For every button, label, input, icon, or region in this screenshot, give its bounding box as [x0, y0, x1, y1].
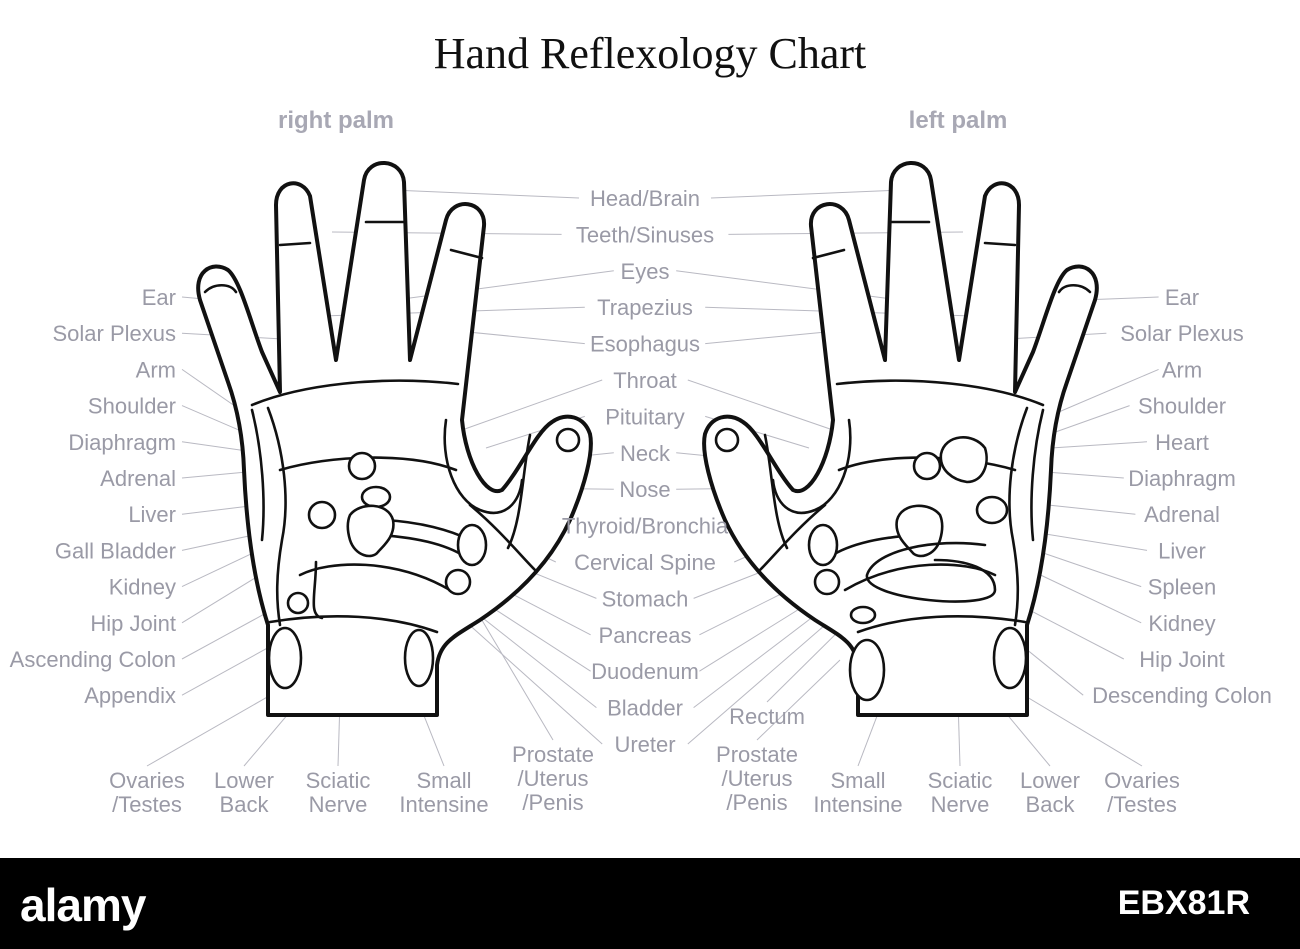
left-palm-label-heart: Heart	[1155, 430, 1209, 455]
right-palm-label-arm: Arm	[136, 357, 176, 382]
left-palm-label: left palm	[909, 107, 1008, 134]
right-palm-label-hip-joint: Hip Joint	[90, 611, 176, 636]
right-palm-label-solar-plexus: Solar Plexus	[52, 321, 176, 346]
center-label-duodenum: Duodenum	[591, 659, 699, 684]
left-palm-bottom-small-intensine-line-1: Small	[830, 768, 885, 793]
leader-line	[710, 189, 904, 199]
leader-line	[391, 189, 580, 199]
leader-line	[146, 687, 284, 767]
right-palm-label-kidney: Kidney	[109, 575, 176, 600]
right-palm-label-ear: Ear	[142, 285, 176, 310]
left-palm-bottom-ovaries-testes-line-2: /Testes	[1107, 792, 1177, 817]
left-palm-bottom-prostate-uterus-penis-line-2: /Uterus	[722, 766, 793, 791]
leader-line	[687, 611, 841, 745]
right-palm-label-shoulder: Shoulder	[88, 394, 176, 419]
leader-line	[1029, 569, 1142, 624]
center-label-esophagus: Esophagus	[590, 332, 700, 357]
leader-line	[756, 659, 841, 741]
center-label-head-brain: Head/Brain	[590, 186, 700, 211]
right-palm-bottom-ovaries-testes-line-1: Ovaries	[109, 768, 185, 793]
right-palm-bottom-small-intensine-line-1: Small	[416, 768, 471, 793]
right-palm-bottom-sciatic-nerve-line-1: Sciatic	[306, 768, 371, 793]
leader-line	[181, 639, 283, 696]
center-label-pituitary: Pituitary	[605, 404, 684, 429]
leader-line	[469, 599, 554, 741]
left-palm-bottom-sciatic-nerve-line-1: Sciatic	[928, 768, 993, 793]
left-palm-label-arm: Arm	[1162, 357, 1202, 382]
left-palm-label-adrenal: Adrenal	[1144, 502, 1220, 527]
center-labels: Head/BrainTeeth/SinusesEyesTrapeziusEsop…	[562, 186, 729, 757]
center-label-bladder: Bladder	[607, 696, 683, 721]
footer-bar: alamy EBX81R	[0, 858, 1300, 949]
right-palm-bottom-lower-back-line-2: Back	[220, 792, 270, 817]
center-label-nose: Nose	[619, 477, 670, 502]
right-palm-bottom-sciatic-nerve-line-2: Nerve	[309, 792, 368, 817]
left-palm-bottom-rectum-line-1: Rectum	[729, 704, 805, 729]
left-palm-bottom-lower-back-line-2: Back	[1026, 792, 1076, 817]
left-palm-label-hip-joint: Hip Joint	[1139, 647, 1225, 672]
left-palm-label-spleen: Spleen	[1148, 575, 1217, 600]
left-palm-label-liver: Liver	[1158, 538, 1206, 563]
left-palm-bottom-small-intensine-line-2: Intensine	[813, 792, 902, 817]
left-palm-bottom-prostate-uterus-penis-line-1: Prostate	[716, 742, 798, 767]
left-palm-bottom-sciatic-nerve-line-2: Nerve	[931, 792, 990, 817]
right-palm-bottom-prostate-uterus-penis-line-1: Prostate	[512, 742, 594, 767]
left-palm-label-solar-plexus: Solar Plexus	[1120, 321, 1244, 346]
center-label-trapezius: Trapezius	[597, 295, 693, 320]
right-palm-hand	[196, 161, 593, 717]
leader-line	[461, 379, 603, 431]
left-palm-label-kidney: Kidney	[1148, 611, 1215, 636]
center-label-eyes: Eyes	[621, 259, 670, 284]
left-palm-bottom-prostate-uterus-penis-line-3: /Penis	[726, 790, 787, 815]
right-palm-bottom-lower-back-line-1: Lower	[214, 768, 274, 793]
center-label-neck: Neck	[620, 441, 671, 466]
center-label-teeth-sinuses: Teeth/Sinuses	[576, 222, 714, 247]
right-palm-bottom-prostate-uterus-penis-line-3: /Penis	[522, 790, 583, 815]
center-label-throat: Throat	[613, 368, 677, 393]
leader-line	[379, 270, 614, 303]
left-palm-label-shoulder: Shoulder	[1138, 394, 1226, 419]
leader-line	[454, 611, 603, 745]
right-palm-bottom-prostate-uterus-penis-line-2: /Uterus	[518, 766, 589, 791]
left-palm-label-descending-colon: Descending Colon	[1092, 683, 1272, 708]
leader-line	[1011, 687, 1143, 767]
alamy-logo: alamy	[20, 879, 146, 931]
left-palm-label-ear: Ear	[1165, 285, 1199, 310]
left-palm-label-diaphragm: Diaphragm	[1128, 466, 1236, 491]
left-palm-bottom-lower-back-line-1: Lower	[1020, 768, 1080, 793]
center-label-stomach: Stomach	[602, 586, 689, 611]
leader-line	[181, 569, 269, 624]
right-palm-label-ascending-colon: Ascending Colon	[10, 647, 176, 672]
right-palm-label-diaphragm: Diaphragm	[68, 430, 176, 455]
left-palm-bottom-ovaries-testes-line-1: Ovaries	[1104, 768, 1180, 793]
center-label-thyroid-bronchia: Thyroid/Bronchia	[562, 514, 729, 539]
image-code: EBX81R	[1117, 884, 1250, 922]
reflexology-diagram: Hand Reflexology Chart right palm left p…	[10, 29, 1272, 817]
center-label-cervical-spine: Cervical Spine	[574, 550, 716, 575]
right-palm-label-liver: Liver	[128, 502, 176, 527]
center-label-ureter: Ureter	[614, 732, 675, 757]
leader-line	[687, 379, 834, 431]
right-palm-label-gall-bladder: Gall Bladder	[55, 538, 176, 563]
left-palm-hand	[702, 161, 1099, 717]
right-palm-bottom-ovaries-testes-line-2: /Testes	[112, 792, 182, 817]
leader-line	[676, 270, 916, 303]
right-palm-bottom-small-intensine-line-2: Intensine	[399, 792, 488, 817]
chart-title: Hand Reflexology Chart	[434, 29, 867, 78]
right-palm-label-adrenal: Adrenal	[100, 466, 176, 491]
right-palm-label-appendix: Appendix	[84, 683, 176, 708]
right-palm-label: right palm	[278, 107, 394, 134]
center-label-pancreas: Pancreas	[599, 623, 692, 648]
